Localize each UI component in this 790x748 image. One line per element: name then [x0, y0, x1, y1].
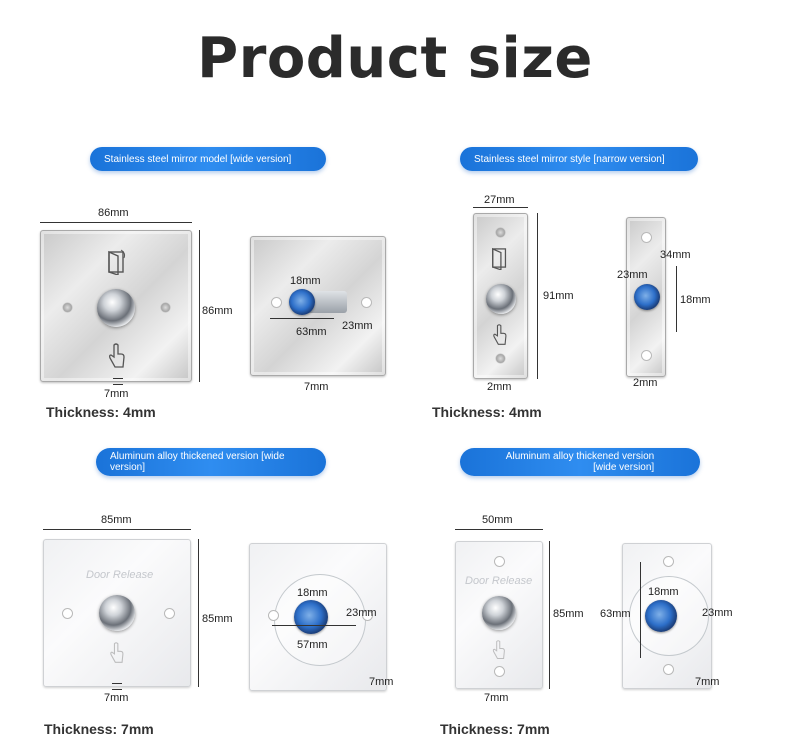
door-release-engraving: Door Release — [465, 575, 533, 587]
back-height-label: 18mm — [290, 275, 321, 287]
width-dimension-label: 86mm — [98, 207, 129, 219]
screw-icon — [63, 303, 72, 312]
diameter-line — [270, 318, 334, 319]
section-label-steel-wide: Stainless steel mirror model [wide versi… — [90, 147, 326, 171]
back-height-label: 18mm — [648, 586, 679, 598]
door-release-engraving: Door Release — [86, 569, 154, 581]
back-depth-label: 2mm — [633, 377, 658, 389]
height-dimension-label: 86mm — [202, 305, 233, 317]
back-height-label: 18mm — [680, 294, 711, 306]
section-label-text: Stainless steel mirror model [wide versi… — [104, 153, 292, 165]
width-dimension-label: 50mm — [482, 514, 513, 526]
width-dimension-line — [455, 529, 543, 530]
screw-icon — [161, 303, 170, 312]
mounting-hole — [641, 232, 652, 243]
back-height-label: 18mm — [297, 587, 328, 599]
door-icon — [106, 249, 128, 282]
mounting-hole — [663, 664, 674, 675]
mounting-hole — [268, 610, 279, 621]
back-width-label: 23mm — [342, 320, 373, 332]
steel-wide-back-plate — [250, 236, 386, 376]
back-height-line — [676, 266, 677, 332]
thickness-label: Thickness: 4mm — [432, 404, 542, 420]
back-diameter-label: 63mm — [600, 608, 631, 620]
depth-label: 2mm — [487, 381, 512, 393]
width-dimension-line — [473, 207, 528, 208]
section-label-text: Aluminum alloy thickened version [wide v… — [110, 451, 285, 473]
mounting-hole — [62, 608, 73, 619]
height-dimension-line — [537, 213, 538, 379]
alu-narrow-back-plate — [622, 543, 712, 689]
mounting-hole — [641, 350, 652, 361]
screw-icon — [496, 354, 505, 363]
back-depth-label: 7mm — [695, 676, 720, 688]
thickness-label: Thickness: 7mm — [44, 721, 154, 737]
depth-label: 7mm — [104, 692, 129, 704]
height-dimension-label: 85mm — [553, 608, 584, 620]
depth-marker — [113, 378, 123, 385]
back-width-label: 23mm — [346, 607, 377, 619]
steel-narrow-back-plate — [626, 217, 666, 377]
mounting-hole — [361, 297, 372, 308]
mounting-hole — [494, 556, 505, 567]
button-housing — [307, 291, 347, 313]
back-top-label: 34mm — [660, 249, 691, 261]
steel-wide-front-plate — [40, 230, 192, 382]
diameter-line — [272, 625, 356, 626]
mounting-hole — [663, 556, 674, 567]
width-dimension-line — [43, 529, 191, 530]
back-diameter-label: 23mm — [617, 269, 648, 281]
mounting-hole — [164, 608, 175, 619]
mounting-hole — [494, 666, 505, 677]
page-title: Product size — [197, 26, 593, 91]
section-label-text: Stainless steel mirror style [narrow ver… — [474, 153, 665, 165]
wire-terminal — [645, 600, 677, 632]
exit-push-button[interactable] — [97, 289, 135, 327]
section-label-alu-wide: Aluminum alloy thickened version [wide v… — [96, 448, 326, 476]
diameter-line — [640, 562, 641, 658]
section-label-line: version] — [110, 462, 146, 473]
depth-label: 7mm — [484, 692, 509, 704]
exit-push-button[interactable] — [482, 596, 516, 630]
section-label-steel-narrow: Stainless steel mirror style [narrow ver… — [460, 147, 698, 171]
depth-marker — [112, 683, 122, 690]
door-icon — [490, 246, 510, 275]
section-label-line: Aluminum alloy thickened version [wide — [110, 451, 285, 462]
back-diameter-label: 57mm — [297, 639, 328, 651]
alu-wide-front-plate: Door Release — [43, 539, 191, 687]
hand-press-icon — [108, 642, 126, 669]
mounting-hole — [271, 297, 282, 308]
height-dimension-line — [199, 230, 200, 382]
width-dimension-label: 27mm — [484, 194, 515, 206]
height-dimension-line — [198, 539, 199, 687]
hand-press-icon — [491, 324, 509, 351]
hand-press-icon — [491, 640, 507, 665]
exit-push-button[interactable] — [486, 284, 516, 314]
wire-terminal — [289, 289, 315, 315]
thickness-label: Thickness: 7mm — [440, 721, 550, 737]
height-dimension-label: 91mm — [543, 290, 574, 302]
hand-press-icon — [107, 343, 127, 374]
back-width-label: 23mm — [702, 607, 733, 619]
section-label-line: [wide version] — [593, 462, 655, 473]
depth-label: 7mm — [104, 388, 129, 400]
height-dimension-line — [549, 541, 550, 689]
wire-terminal — [634, 284, 660, 310]
height-dimension-label: 85mm — [202, 613, 233, 625]
back-diameter-label: 63mm — [296, 326, 327, 338]
wire-terminal — [294, 600, 328, 634]
section-label-alu-wide-b: Aluminum alloy thickened version [wide v… — [460, 448, 700, 476]
alu-wide-back-plate — [249, 543, 387, 691]
thickness-label: Thickness: 4mm — [46, 404, 156, 420]
width-dimension-label: 85mm — [101, 514, 132, 526]
section-label-line: Aluminum alloy thickened version — [505, 451, 655, 462]
alu-narrow-front-plate: Door Release — [455, 541, 543, 689]
back-depth-label: 7mm — [304, 381, 329, 393]
mounting-hole — [362, 610, 373, 621]
screw-icon — [496, 228, 505, 237]
back-depth-label: 7mm — [369, 676, 394, 688]
exit-push-button[interactable] — [99, 595, 135, 631]
section-label-text: Aluminum alloy thickened version [wide v… — [506, 451, 654, 473]
steel-narrow-front-plate — [473, 213, 528, 379]
